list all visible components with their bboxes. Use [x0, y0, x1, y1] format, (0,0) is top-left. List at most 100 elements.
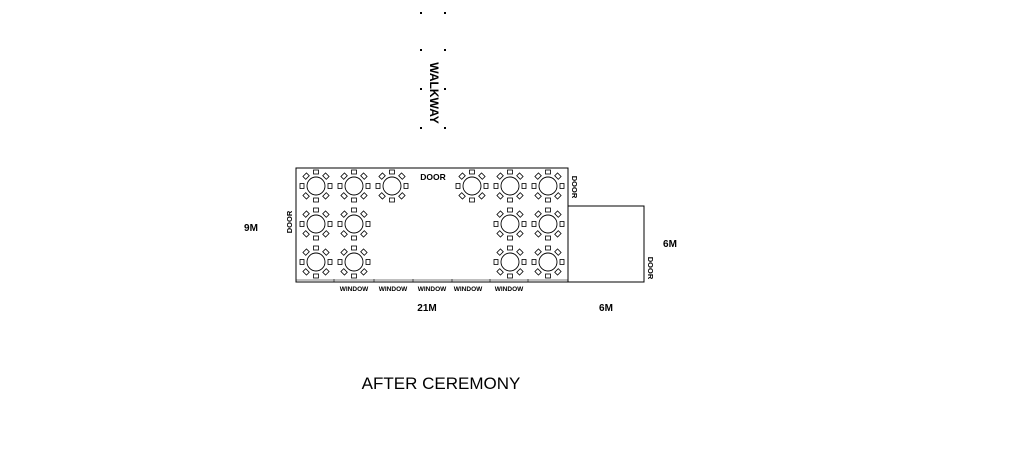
chair [534, 172, 542, 180]
table-top [344, 176, 364, 196]
chair [496, 192, 504, 200]
chair [554, 230, 562, 238]
chair [545, 169, 551, 175]
chair [478, 172, 486, 180]
chair [340, 268, 348, 276]
chair [531, 221, 537, 227]
chair [340, 230, 348, 238]
chair [351, 169, 357, 175]
plan-title: AFTER CEREMONY [362, 374, 521, 393]
chair [507, 207, 513, 213]
chair [360, 172, 368, 180]
chair [327, 221, 333, 227]
chair [559, 183, 565, 189]
chair [496, 210, 504, 218]
round-table [531, 207, 565, 241]
window-label: WINDOW [418, 286, 447, 293]
chair [299, 259, 305, 265]
chair [534, 248, 542, 256]
chair [337, 183, 343, 189]
chair [534, 230, 542, 238]
chair [469, 169, 475, 175]
chair [521, 183, 527, 189]
table-top [306, 252, 326, 272]
chair [360, 192, 368, 200]
chair [378, 192, 386, 200]
chair [340, 210, 348, 218]
dimension-21m: 21M [417, 303, 436, 314]
chair [322, 230, 330, 238]
chair [545, 273, 551, 279]
chair [340, 248, 348, 256]
chair [531, 183, 537, 189]
table-top [462, 176, 482, 196]
window-label: WINDOW [340, 286, 369, 293]
chair [458, 192, 466, 200]
chair [496, 268, 504, 276]
window-label: WINDOW [379, 286, 408, 293]
chair [360, 248, 368, 256]
chair [554, 268, 562, 276]
chair [313, 207, 319, 213]
chair [493, 259, 499, 265]
door-top-label: DOOR [420, 172, 446, 182]
window-dividers [333, 279, 529, 282]
round-table [493, 245, 527, 279]
chair [313, 197, 319, 203]
chair [534, 192, 542, 200]
chair [507, 245, 513, 251]
main-hall-outline [295, 167, 569, 283]
round-table [375, 169, 409, 203]
chair [322, 268, 330, 276]
table-top [538, 252, 558, 272]
chair [516, 268, 524, 276]
chair [327, 259, 333, 265]
chair [516, 210, 524, 218]
chair [458, 172, 466, 180]
chair [531, 259, 537, 265]
chair [496, 172, 504, 180]
round-table [337, 169, 371, 203]
chair [351, 273, 357, 279]
chair [507, 273, 513, 279]
chair [521, 221, 527, 227]
chair [360, 230, 368, 238]
chair [496, 230, 504, 238]
chair [365, 259, 371, 265]
table-top [538, 214, 558, 234]
chair [493, 183, 499, 189]
table-top [344, 252, 364, 272]
chair [313, 273, 319, 279]
chair [554, 172, 562, 180]
round-table [299, 169, 333, 203]
dimension-annex-height-6m: 6M [663, 239, 677, 250]
chair [313, 169, 319, 175]
chair [351, 197, 357, 203]
round-table [531, 245, 565, 279]
chair [313, 245, 319, 251]
chair [302, 172, 310, 180]
window-label: WINDOW [454, 286, 483, 293]
round-table [337, 207, 371, 241]
chair [534, 210, 542, 218]
chair [478, 192, 486, 200]
chair [455, 183, 461, 189]
chair [365, 183, 371, 189]
chair [340, 192, 348, 200]
round-tables [299, 169, 565, 279]
chair [322, 192, 330, 200]
chair [365, 221, 371, 227]
chair [469, 197, 475, 203]
chair [302, 230, 310, 238]
chair [360, 210, 368, 218]
chair [389, 197, 395, 203]
chair [521, 259, 527, 265]
chair [351, 245, 357, 251]
chair [545, 197, 551, 203]
chair [496, 248, 504, 256]
round-table [531, 169, 565, 203]
chair [559, 259, 565, 265]
dimension-9m: 9M [244, 223, 258, 234]
chair [516, 230, 524, 238]
